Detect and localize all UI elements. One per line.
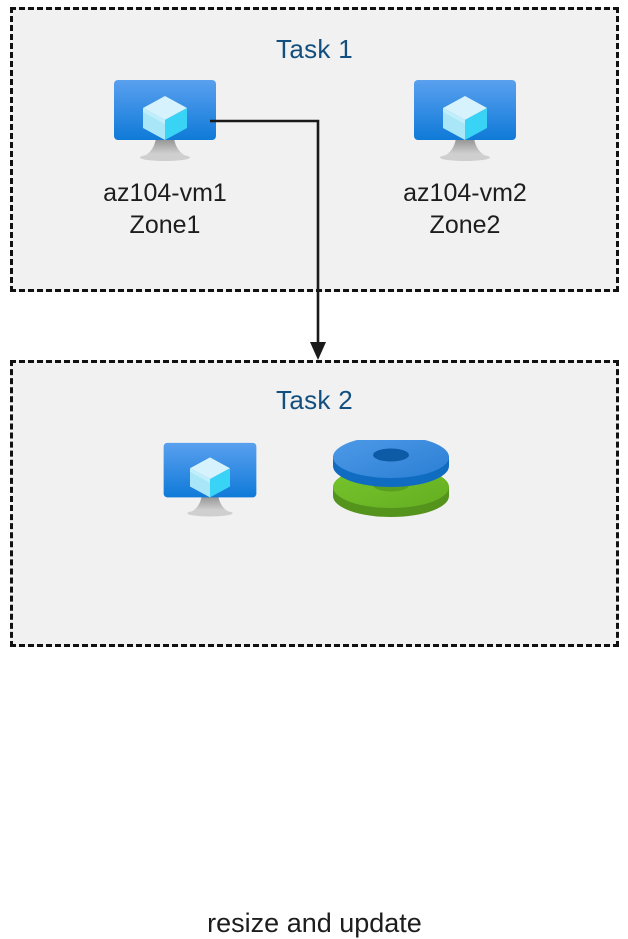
task-2-caption: resize and update [207, 908, 422, 938]
diagram-canvas: Task 1 az10 [10, 7, 619, 938]
node-az104-vm2[interactable]: az104-vm2 Zone2 [360, 78, 570, 241]
virtual-machine-icon [163, 442, 257, 517]
node-managed-disks[interactable] [328, 440, 453, 525]
task-2-container: Task 2 resize and update [10, 360, 619, 938]
virtual-machine-icon [114, 80, 216, 161]
node-label-az104-vm1: az104-vm1 Zone1 [103, 179, 227, 239]
node-label-az104-vm2: az104-vm2 Zone2 [403, 179, 527, 239]
virtual-machine-icon [414, 80, 516, 161]
node-task2-vm[interactable] [145, 440, 275, 522]
task-2-title: Task 2 [276, 385, 353, 415]
managed-disks-icon [332, 440, 449, 517]
node-az104-vm1[interactable]: az104-vm1 Zone1 [60, 78, 270, 241]
task-1-title: Task 1 [276, 34, 353, 64]
down-arrow-icon [310, 342, 326, 360]
